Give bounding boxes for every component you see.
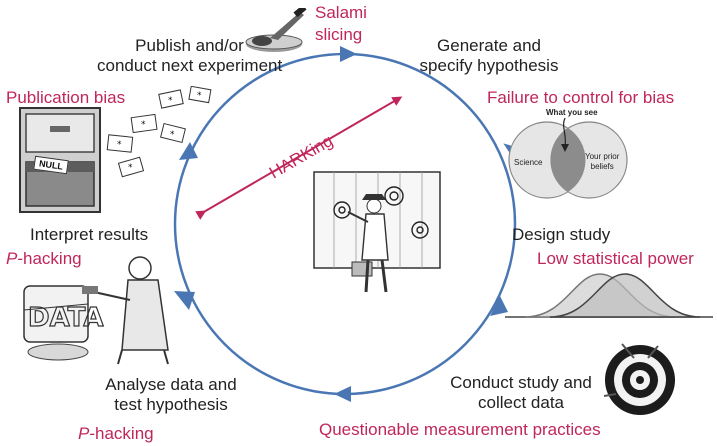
stage-conduct: Conduct study and collect data xyxy=(436,373,606,412)
target-icon xyxy=(603,343,675,415)
harking-arrow xyxy=(195,96,403,220)
svg-text:DATA: DATA xyxy=(28,303,104,333)
power-curves-icon xyxy=(505,273,713,318)
venn-right-line-1: Your prior xyxy=(585,152,620,161)
svg-text:*: * xyxy=(170,130,175,140)
stage-analyse-line-1: Analyse data and xyxy=(105,375,237,394)
venn-right-label: Your prior beliefs xyxy=(585,152,619,171)
threat-failure-to-control-bias: Failure to control for bias xyxy=(487,88,675,107)
threat-salami-line-1: Salami xyxy=(315,3,367,22)
svg-text:*: * xyxy=(197,91,202,101)
threat-salami-slicing: Salami slicing xyxy=(315,2,367,46)
stage-generate: Generate and specify hypothesis xyxy=(404,36,574,75)
p-italic: P xyxy=(78,424,90,443)
venn-left-label: Science xyxy=(514,158,543,167)
threat-questionable-measurement: Questionable measurement practices xyxy=(319,420,601,439)
svg-text:*: * xyxy=(141,120,146,130)
stage-analyse: Analyse data and test hypothesis xyxy=(96,375,246,414)
svg-text:*: * xyxy=(168,96,173,106)
stage-interpret: Interpret results xyxy=(30,225,149,244)
venn-right-line-2: beliefs xyxy=(590,161,614,171)
cycle-arrow-top xyxy=(340,46,357,62)
cycle-arrow-left-upper xyxy=(179,142,198,160)
stage-publish-line-1: Publish and/or xyxy=(135,36,244,55)
venn-diagram-icon xyxy=(508,117,628,199)
painted-target-wall-icon xyxy=(313,171,441,293)
threat-publication-bias: Publication bias xyxy=(6,88,126,107)
svg-text:*: * xyxy=(128,163,133,173)
stage-generate-line-1: Generate and xyxy=(437,36,541,55)
threat-p-hacking-left: P-hacking xyxy=(6,249,82,269)
threat-salami-line-2: slicing xyxy=(315,25,363,45)
p-italic: P xyxy=(6,249,18,268)
cycle-arrow-right-lower xyxy=(490,296,508,316)
p-hacking-rest: -hacking xyxy=(89,424,154,443)
svg-text:*: * xyxy=(117,140,122,150)
stage-analyse-line-2: test hypothesis xyxy=(114,394,228,414)
stage-generate-line-2: specify hypothesis xyxy=(419,55,559,75)
cycle-arrow-left-lower xyxy=(174,291,195,310)
venn-top-label: What you see xyxy=(546,108,598,117)
cycle-arrow-bottom xyxy=(334,386,351,402)
stage-design: Design study xyxy=(512,225,611,244)
flying-papers-icon: * * * * * * xyxy=(106,86,212,178)
threat-p-hacking-bottom: P-hacking xyxy=(78,424,154,444)
stage-publish: Publish and/or conduct next experiment xyxy=(97,36,282,75)
p-hacking-rest: -hacking xyxy=(17,249,82,268)
data-shredder-icon: DATA xyxy=(23,256,169,365)
stage-conduct-line-2: collect data xyxy=(478,392,564,412)
salami-knife-icon xyxy=(245,8,307,52)
stage-publish-line-2: conduct next experiment xyxy=(97,55,283,75)
threat-low-statistical-power: Low statistical power xyxy=(537,249,694,268)
stage-conduct-line-1: Conduct study and xyxy=(450,373,592,392)
